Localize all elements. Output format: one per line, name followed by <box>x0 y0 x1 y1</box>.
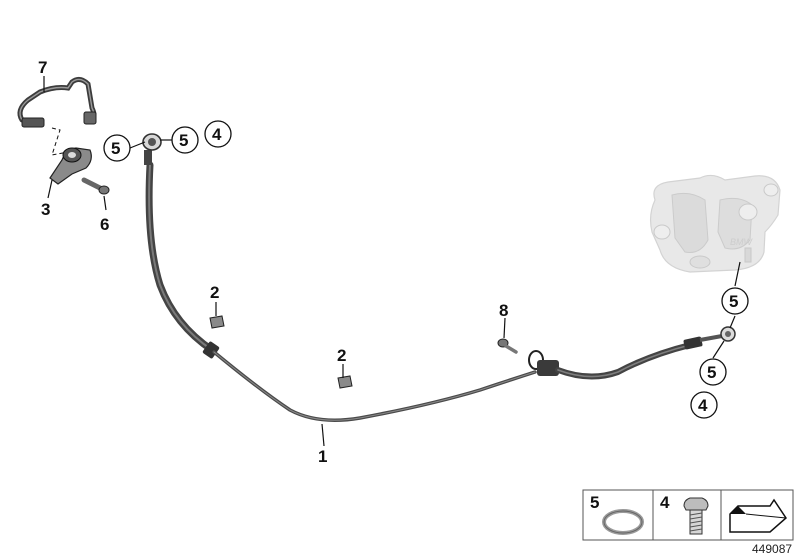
callout-labels: 7 5 3 6 5 4 2 2 1 8 5 5 4 <box>38 58 749 466</box>
callout-circle-4-top <box>204 120 232 148</box>
bolt <box>81 177 110 195</box>
callout-7: 7 <box>38 58 47 77</box>
legend-bolt-label: 4 <box>660 493 670 512</box>
callout-4-bottom: 4 <box>698 396 708 415</box>
brake-caliper: BMW <box>649 174 781 273</box>
callout-8: 8 <box>499 301 508 320</box>
clip-upper <box>209 315 225 329</box>
brake-hose <box>142 133 736 422</box>
callout-2-lower: 2 <box>337 346 346 365</box>
legend-box-bolt <box>652 489 722 541</box>
arrow-direction-icon <box>729 498 787 533</box>
clip-lower <box>337 375 353 389</box>
callout-circle-5-top <box>171 126 199 154</box>
svg-text:BMW: BMW <box>730 237 754 247</box>
diagram-id: 449087 <box>752 542 792 556</box>
callout-circle-5-left <box>103 134 131 162</box>
brake-line <box>17 76 97 156</box>
legend-ring-label: 5 <box>590 493 599 512</box>
callout-5-left: 5 <box>111 139 120 158</box>
callout-6: 6 <box>100 215 109 234</box>
callout-circle-4-bottom <box>690 391 718 419</box>
leader-lines <box>43 76 741 447</box>
banjo-bolt-icon <box>683 497 709 535</box>
screw <box>497 338 518 354</box>
callout-4-top: 4 <box>212 125 222 144</box>
callout-1: 1 <box>318 447 327 466</box>
callout-5-mid: 5 <box>707 363 716 382</box>
callout-3: 3 <box>41 200 50 219</box>
bracket <box>49 147 92 185</box>
callout-5-caliper: 5 <box>729 292 738 311</box>
callout-5-top: 5 <box>179 131 188 150</box>
legend: 5 4 449087 <box>582 489 794 556</box>
callout-circle-5-mid <box>699 358 727 386</box>
callout-circle-5-caliper <box>721 287 749 315</box>
callout-2-upper: 2 <box>210 283 219 302</box>
